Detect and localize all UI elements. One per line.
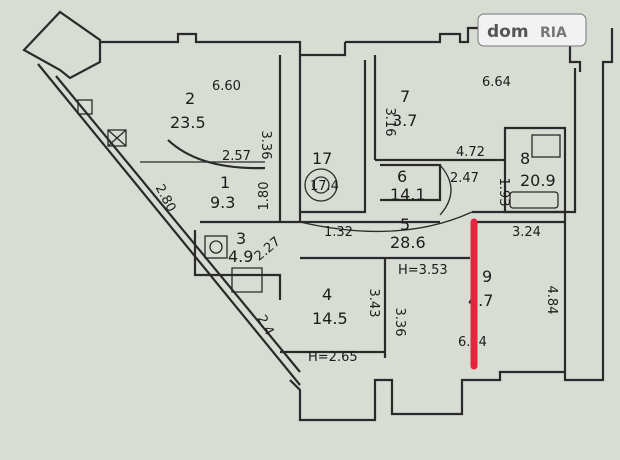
room-17-number: 17 — [312, 149, 332, 168]
watermark-suffix: RIA — [540, 25, 567, 41]
interior-walls — [140, 42, 567, 358]
entrance-fixtures — [77, 99, 127, 147]
room-labels: 2 23.5 1 9.3 17 17.4 7 3.7 6 14.1 8 20.9… — [170, 87, 556, 328]
staircase-symbol — [304, 168, 338, 202]
watermark-brand: dom — [487, 22, 529, 42]
room-17-area: 17.4 — [310, 179, 339, 194]
room-3-number: 3 — [236, 229, 246, 248]
room-8-number: 7 — [400, 87, 410, 106]
room-6-number: 5 — [400, 215, 410, 234]
height-label-2: H=2.65 — [308, 350, 358, 365]
room-7-number: 6 — [397, 167, 407, 186]
room-4-area: 14.5 — [312, 309, 348, 328]
room-3-area: 4.9 — [228, 247, 253, 266]
outer-walls — [22, 10, 614, 422]
dim-r7-right: 2.47 — [450, 171, 479, 186]
dimension-labels: 6.60 3.36 2.57 1.80 2.80 6.64 3.16 4.72 … — [152, 75, 559, 365]
dim-r6-left: 1.32 — [324, 225, 353, 240]
height-label-1: H=3.53 — [398, 263, 448, 278]
dim-r5-top: 3.24 — [512, 225, 541, 240]
dim-r2-bottom: 2.57 — [222, 149, 251, 164]
dim-r9-left: 1.93 — [496, 178, 511, 207]
domria-watermark: dom RIA — [477, 13, 587, 47]
dim-r5-left: 3.36 — [392, 308, 407, 337]
room-9-area: 20.9 — [520, 171, 556, 190]
room-9-number: 8 — [520, 149, 530, 168]
dim-r8-left: 3.16 — [382, 108, 397, 137]
room-6-area: 28.6 — [390, 233, 426, 252]
room-2-number: 2 — [185, 89, 195, 108]
room-1-number: 1 — [220, 173, 230, 192]
dim-r8-bottom: 4.72 — [456, 145, 485, 160]
room-2-area: 23.5 — [170, 113, 206, 132]
dim-r1-right: 1.80 — [257, 182, 272, 211]
room-1-area: 9.3 — [210, 193, 235, 212]
dim-r2-top: 6.60 — [212, 79, 241, 94]
dim-r4-right: 3.43 — [366, 289, 381, 318]
dim-r2-right: 3.36 — [258, 131, 273, 160]
dim-r5-right: 4.84 — [544, 286, 559, 315]
room-7-area: 14.1 — [390, 185, 426, 204]
dim-r8-top: 6.64 — [482, 75, 511, 90]
room-8-area: 3.7 — [392, 111, 417, 130]
room-4-number: 4 — [322, 285, 332, 304]
room-5-number: 9 — [482, 267, 492, 286]
